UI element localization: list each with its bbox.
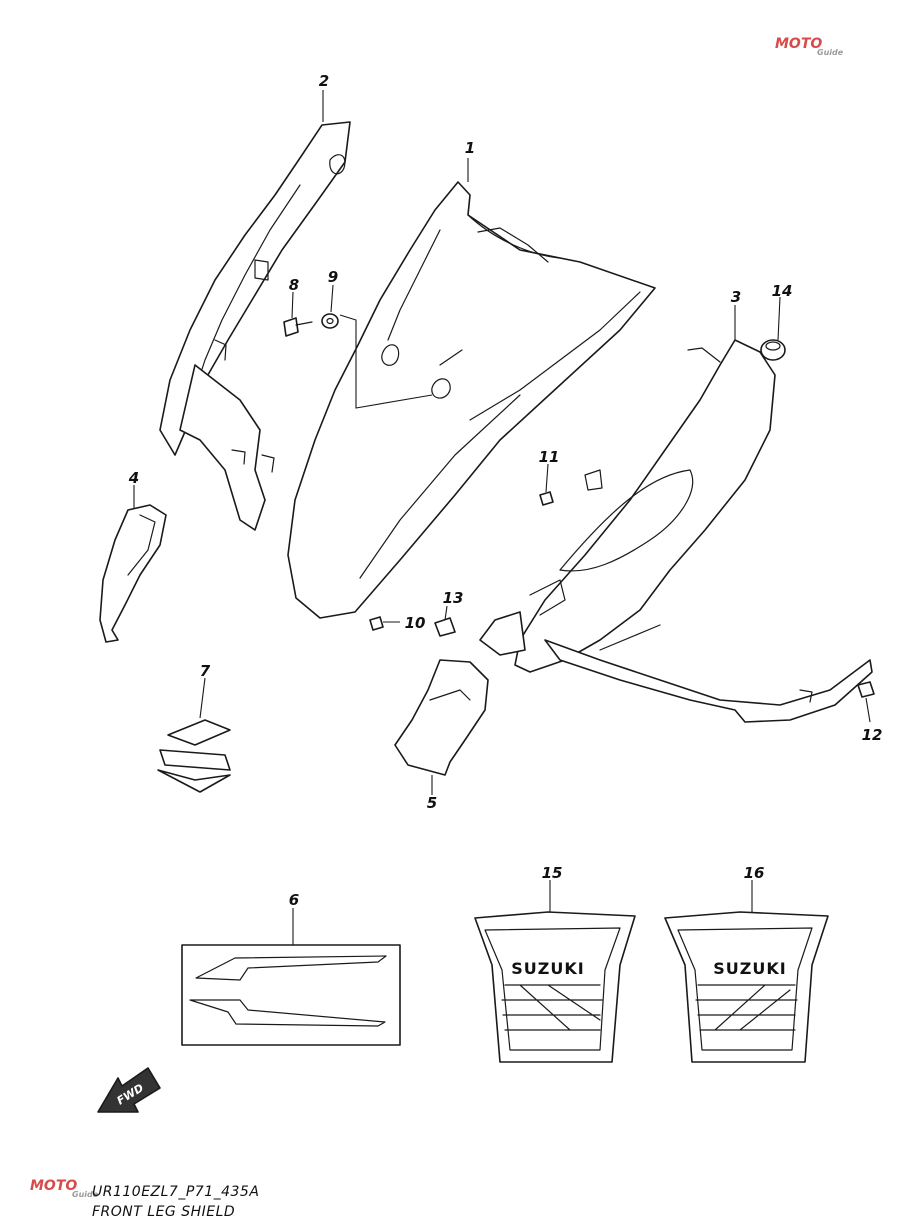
part-3-lower-cover: [479, 339, 873, 723]
part-1-front-leg-shield: [287, 181, 656, 619]
part-2-side-cover: [159, 121, 351, 531]
callout-12: 12: [862, 726, 883, 744]
part-9-washer: [321, 313, 339, 329]
watermark-text-gray: Guide: [817, 48, 844, 57]
part-15-suzuki-decal: SUZUKI: [474, 911, 636, 1063]
callout-7: 7: [200, 662, 211, 680]
part-16-suzuki-decal: SUZUKI: [664, 911, 829, 1063]
decal-15-text: SUZUKI: [511, 959, 584, 978]
part-14-grommet: [760, 339, 786, 361]
callout-10: 10: [405, 614, 426, 632]
callout-16: 16: [744, 864, 765, 882]
part-8-bolt: [283, 317, 313, 337]
part-5-bracket-cover: [394, 659, 489, 776]
callout-1: 1: [465, 139, 475, 157]
watermark-bottom-text-red: MOTO: [30, 1178, 78, 1194]
watermark-text-red: MOTO: [775, 36, 823, 52]
callout-14: 14: [772, 282, 793, 300]
callout-4: 4: [128, 469, 139, 487]
part-7-emblem: [157, 719, 231, 793]
fwd-arrow-icon: FWD: [97, 1067, 161, 1113]
callout-9: 9: [328, 268, 338, 286]
callout-6: 6: [289, 891, 299, 909]
part-10-clip: [369, 616, 384, 631]
callout-15: 15: [542, 864, 563, 882]
callout-5: 5: [427, 794, 437, 812]
watermark-logo: MOTO Guide: [775, 36, 843, 57]
callout-8: 8: [289, 276, 299, 294]
part-12-screw: [857, 681, 875, 698]
watermark-logo-bottom: MOTO Guide: [30, 1178, 98, 1199]
decal-16-text: SUZUKI: [713, 959, 786, 978]
callout-13: 13: [443, 589, 464, 607]
part-13-nut: [434, 617, 456, 637]
callout-3: 3: [731, 288, 741, 306]
part-4-inner-panel: [99, 504, 167, 643]
diagram-title: FRONT LEG SHIELD: [92, 1204, 236, 1220]
callout-11: 11: [539, 448, 560, 466]
part-6-stripe-decal: [181, 944, 401, 1046]
part-11-clip: [539, 491, 554, 506]
callout-2: 2: [319, 72, 329, 90]
diagram-code: UR110EZL7_P71_435A: [92, 1184, 260, 1200]
watermark-bottom-text-gray: Guide: [72, 1190, 99, 1199]
